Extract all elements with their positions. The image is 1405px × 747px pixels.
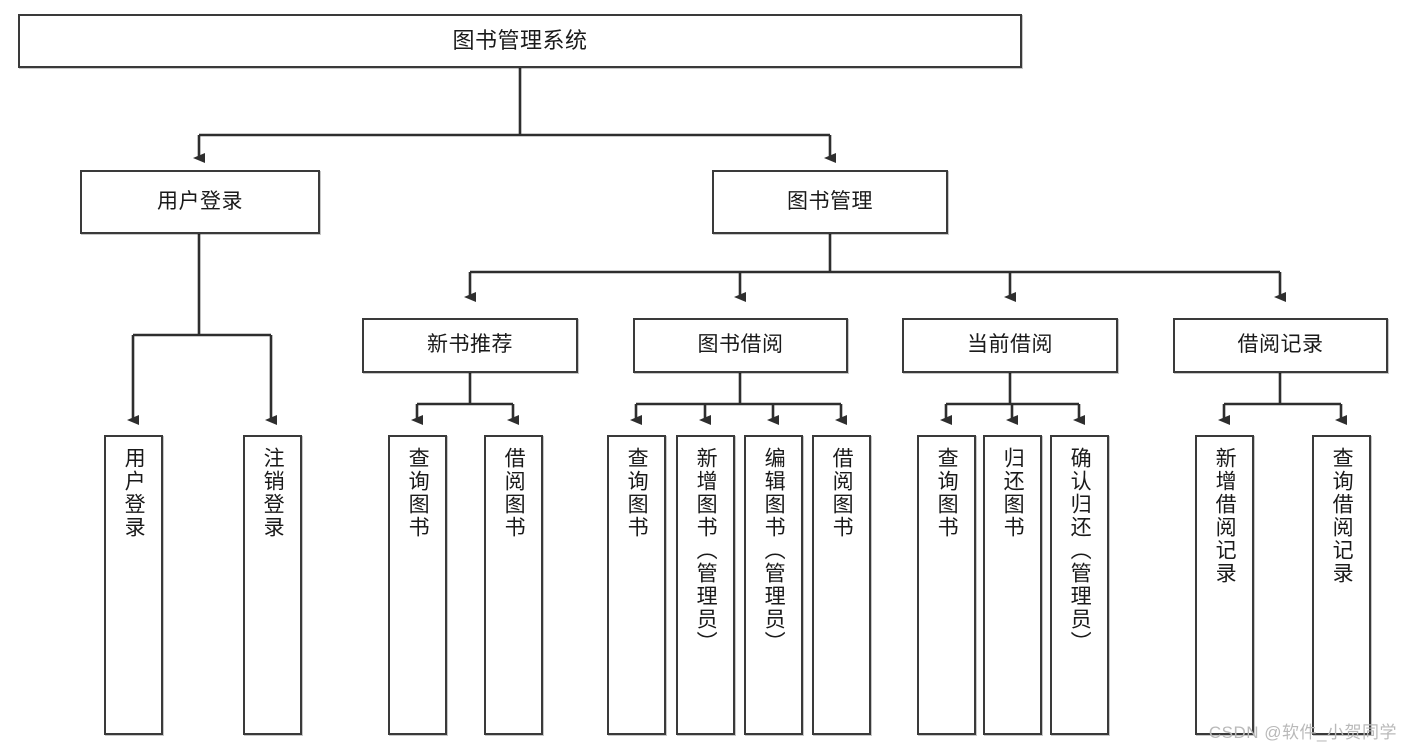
node-book-borrow[interactable]: 图书借阅 xyxy=(633,318,848,373)
leaf-logout[interactable]: 注销登录 xyxy=(243,435,302,735)
node-label: 新增借阅记录 xyxy=(1213,447,1237,585)
node-label: 归还图书 xyxy=(1001,447,1025,539)
node-label: 注销登录 xyxy=(261,447,285,539)
node-borrow-records[interactable]: 借阅记录 xyxy=(1173,318,1388,373)
node-label: 新增图书（管理员） xyxy=(694,447,718,654)
node-label: 借阅记录 xyxy=(1237,333,1324,357)
leaf-user-login[interactable]: 用户登录 xyxy=(104,435,163,735)
leaf-add-borrow-record[interactable]: 新增借阅记录 xyxy=(1195,435,1254,735)
node-label: 查询图书 xyxy=(625,447,649,539)
leaf-borrow-book-recommend[interactable]: 借阅图书 xyxy=(484,435,543,735)
node-label: 查询图书 xyxy=(935,447,959,539)
leaf-borrow-book[interactable]: 借阅图书 xyxy=(812,435,871,735)
node-label: 确认归还（管理员） xyxy=(1068,447,1092,654)
leaf-query-book-recommend[interactable]: 查询图书 xyxy=(388,435,447,735)
node-label: 新书推荐 xyxy=(427,333,513,357)
leaf-add-book-admin[interactable]: 新增图书（管理员） xyxy=(676,435,735,735)
node-label: 借阅图书 xyxy=(830,447,854,539)
node-label: 查询图书 xyxy=(406,447,430,539)
node-book-management[interactable]: 图书管理 xyxy=(712,170,948,234)
leaf-edit-book-admin[interactable]: 编辑图书（管理员） xyxy=(744,435,803,735)
watermark-text: CSDN @软件_小贺同学 xyxy=(1208,723,1397,742)
node-label: 当前借阅 xyxy=(967,333,1053,357)
node-label: 编辑图书（管理员） xyxy=(762,447,786,654)
leaf-return-book[interactable]: 归还图书 xyxy=(983,435,1042,735)
node-label: 用户登录 xyxy=(157,189,243,213)
node-label: 用户登录 xyxy=(122,447,146,539)
node-new-book-recommend[interactable]: 新书推荐 xyxy=(362,318,578,373)
node-label: 图书管理 xyxy=(787,189,873,213)
leaf-query-book-borrow[interactable]: 查询图书 xyxy=(607,435,666,735)
node-label: 借阅图书 xyxy=(502,447,526,539)
leaf-query-book-current[interactable]: 查询图书 xyxy=(917,435,976,735)
leaf-query-borrow-record[interactable]: 查询借阅记录 xyxy=(1312,435,1371,735)
leaf-confirm-return-admin[interactable]: 确认归还（管理员） xyxy=(1050,435,1109,735)
node-label: 图书管理系统 xyxy=(452,28,588,54)
node-current-borrow[interactable]: 当前借阅 xyxy=(902,318,1118,373)
node-user-login[interactable]: 用户登录 xyxy=(80,170,320,234)
node-label: 图书借阅 xyxy=(697,333,784,357)
node-root-book-management-system[interactable]: 图书管理系统 xyxy=(18,14,1022,68)
node-label: 查询借阅记录 xyxy=(1330,447,1354,585)
